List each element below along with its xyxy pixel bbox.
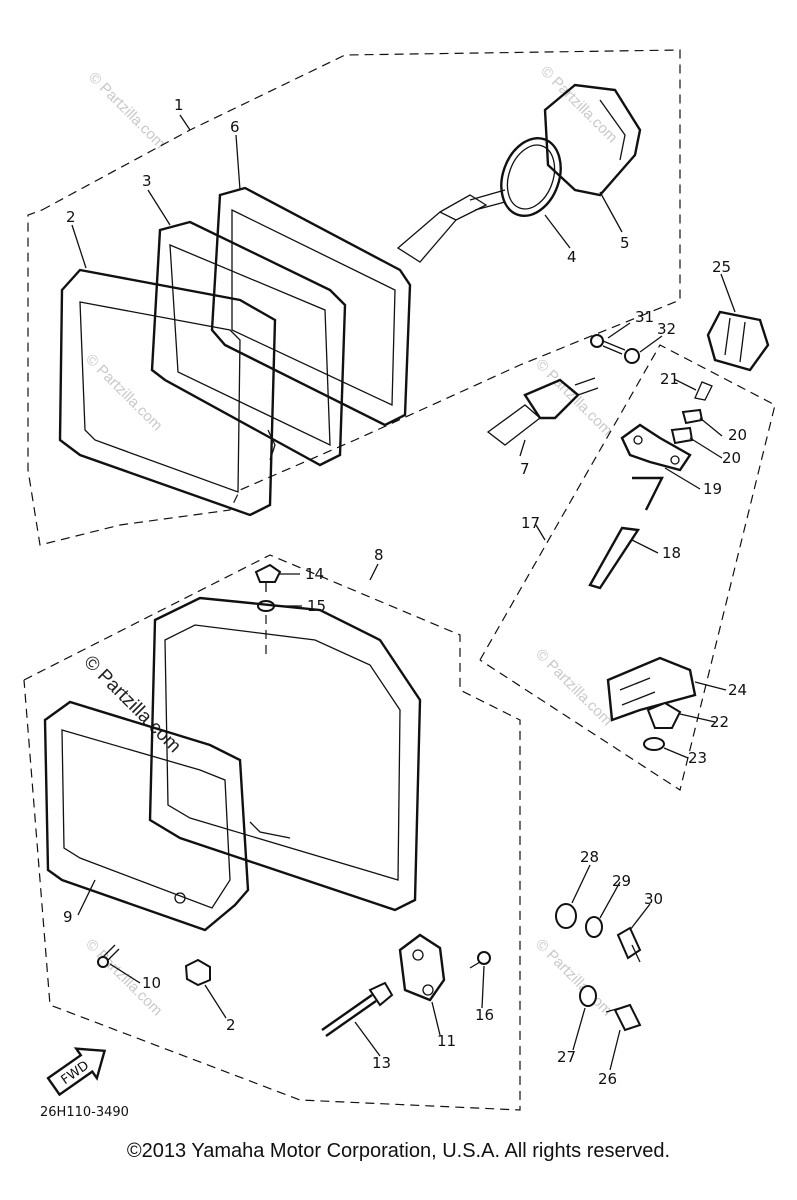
callout-label: 20 (728, 426, 747, 444)
callout-label: 30 (644, 890, 663, 908)
position-bulb-part (486, 377, 599, 446)
callout-label: 25 (712, 258, 731, 276)
screw-10-part (97, 944, 120, 968)
callout-label: 8 (374, 546, 384, 564)
drawing-code: 26H110-3490 (40, 1105, 129, 1120)
callout-label: 24 (728, 681, 747, 699)
bracket-group-outline (479, 344, 776, 791)
housing-part (148, 596, 422, 912)
exploded-parts-diagram: © Partzilla.com © Partzilla.com © Partzi… (23, 49, 776, 1120)
callout-label: 22 (710, 713, 729, 731)
nut-22-part (646, 701, 682, 729)
callout-label: 2 (66, 208, 76, 226)
bracket-24-part (606, 656, 697, 722)
retaining-ring-part (500, 137, 562, 217)
rim-part (58, 268, 277, 517)
callout-label: 18 (662, 544, 681, 562)
callout-label: 10 (142, 974, 161, 992)
lens-part (150, 220, 347, 467)
adjuster-11-part (398, 933, 446, 1002)
grommet-28-part (555, 903, 577, 929)
grommet-part (706, 310, 770, 372)
copyright-notice: ©2013 Yamaha Motor Corporation, U.S.A. A… (126, 1140, 671, 1162)
callout-label: 6 (230, 118, 240, 136)
headlight-bulb-part (396, 189, 506, 263)
housing-group-outline (23, 554, 521, 1111)
group-outlines (23, 49, 776, 1111)
callout-labels: 1 2 3 6 4 5 25 31 32 21 20 20 7 19 17 18… (63, 96, 747, 1088)
callout-label: 28 (580, 848, 599, 866)
washer-27-part (579, 985, 597, 1007)
callout-label: 26 (598, 1070, 617, 1088)
bolt-30-part (616, 926, 642, 963)
callout-label: 13 (372, 1054, 391, 1072)
rod-18-part (588, 476, 664, 590)
callout-label: 31 (635, 308, 654, 326)
callout-label: 2 (226, 1016, 236, 1034)
washer-32-part (624, 348, 640, 364)
callout-label: 29 (612, 872, 631, 890)
callout-label: 17 (521, 514, 540, 532)
watermark: © Partzilla.com (85, 69, 168, 152)
watermark-main: © Partzilla.com (79, 652, 184, 757)
washer-29-part (585, 916, 603, 938)
callout-label: 9 (63, 908, 73, 926)
forward-arrow-icon: FWD (46, 1047, 107, 1097)
watermark-layer: © Partzilla.com © Partzilla.com © Partzi… (79, 63, 620, 1019)
callout-label: 27 (557, 1048, 576, 1066)
callout-label: 21 (660, 370, 679, 388)
callout-label: 14 (305, 565, 324, 583)
callout-label: 4 (567, 248, 577, 266)
grommet-lower-part (184, 958, 211, 987)
gasket-part (210, 186, 412, 427)
callout-label: 19 (703, 480, 722, 498)
bolt-13-part (321, 981, 394, 1037)
callout-label: 16 (475, 1006, 494, 1024)
bolt-26-part (605, 1003, 642, 1032)
washer-20b-part (670, 426, 694, 445)
callout-label: 3 (142, 172, 152, 190)
bulb-cover-part (543, 83, 642, 197)
screw-31-part (590, 334, 626, 355)
callout-label: 15 (307, 597, 326, 615)
bracket-19-part (620, 423, 692, 472)
headlight-group-outline (27, 49, 681, 546)
watermark: © Partzilla.com (532, 936, 615, 1019)
callout-label: 7 (520, 460, 530, 478)
washer-23-part (643, 737, 665, 751)
washer-20a-part (681, 408, 704, 425)
callout-label: 20 (722, 449, 741, 467)
screw-21-part (694, 381, 713, 401)
callout-label: 11 (437, 1032, 456, 1050)
callout-label: 23 (688, 749, 707, 767)
retaining-ring-inner (506, 144, 556, 210)
rim-lower-part (43, 700, 250, 932)
callout-label: 5 (620, 234, 630, 252)
leader-lines (71, 114, 736, 1071)
screw-16-part (469, 951, 491, 969)
screw-14-part (254, 563, 282, 592)
watermark: © Partzilla.com (532, 646, 615, 729)
callout-label: 32 (657, 320, 676, 338)
callout-label: 1 (174, 96, 184, 114)
